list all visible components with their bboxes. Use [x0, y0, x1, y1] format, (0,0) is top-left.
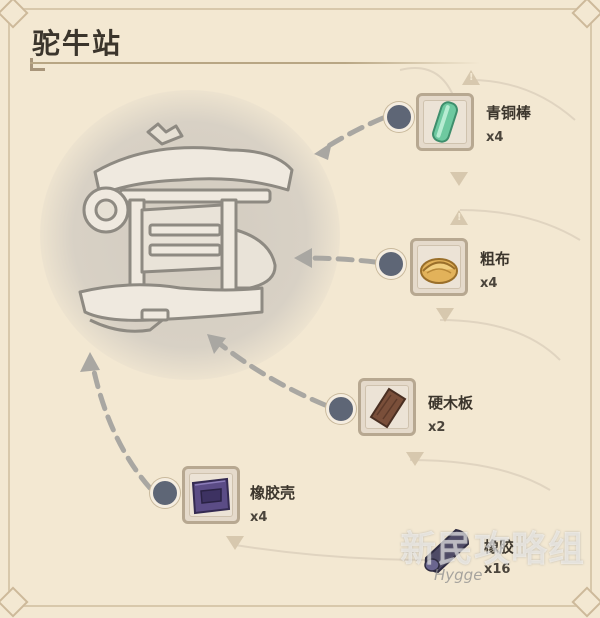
item-slot-hardwood-plank[interactable] — [358, 378, 416, 436]
item-slot-rubber-shell[interactable] — [182, 466, 240, 524]
dropdown-marker-icon — [450, 172, 468, 186]
warning-icon — [462, 70, 480, 85]
bronze-rod-icon — [432, 101, 458, 143]
item-count: x2 — [428, 420, 446, 435]
connection-bronze-rod — [319, 115, 386, 153]
item-count: x4 — [250, 510, 268, 525]
guide-curve — [234, 544, 431, 561]
connection-rubber-shell — [89, 359, 153, 491]
hardwood-plank-icon — [369, 387, 407, 429]
recipe-node[interactable] — [150, 478, 180, 508]
warning-icon — [450, 210, 468, 225]
item-slot-coarse-cloth[interactable] — [410, 238, 468, 296]
guide-curve — [439, 319, 561, 361]
arrow-head-icon — [80, 352, 100, 372]
item-count: x4 — [486, 130, 504, 145]
arrow-head-icon — [314, 142, 332, 160]
recipe-node[interactable] — [376, 249, 406, 279]
coarse-cloth-icon — [420, 258, 458, 284]
guide-curve — [409, 459, 551, 491]
ox-station-structure-illustration — [78, 122, 294, 333]
guide-curve — [459, 209, 581, 241]
arrow-head-icon — [294, 248, 312, 268]
watermark-text: 新民攻略组 — [400, 529, 586, 570]
panel-frame — [8, 8, 592, 607]
item-name: 硬木板 — [428, 394, 474, 412]
item-count: x4 — [480, 276, 498, 291]
connection-coarse-cloth — [302, 255, 378, 265]
title-underline — [30, 62, 480, 64]
rubber-shell-icon — [191, 477, 231, 515]
arrow-head-icon — [207, 334, 226, 354]
item-name: 青铜棒 — [486, 104, 532, 122]
recipe-node[interactable] — [384, 102, 414, 132]
item-slot-rubber[interactable] — [412, 512, 478, 578]
dropdown-marker-icon — [436, 308, 454, 322]
item-count: x16 — [484, 562, 511, 577]
connection-hardwood-plank — [212, 337, 328, 408]
recipe-node[interactable] — [326, 394, 356, 424]
watermark-subtext: Hygge — [434, 566, 483, 584]
item-name: 橡胶壳 — [250, 484, 296, 502]
item-slot-bronze-rod[interactable] — [416, 93, 474, 151]
dropdown-marker-icon — [406, 452, 424, 466]
dropdown-marker-icon — [226, 536, 244, 550]
title-decoration — [30, 58, 45, 71]
page-title: 驼牛站 — [32, 27, 123, 60]
item-name: 橡胶 — [484, 538, 515, 556]
guide-curve — [469, 79, 576, 121]
rubber-icon — [424, 528, 470, 574]
item-name: 粗布 — [480, 250, 511, 268]
